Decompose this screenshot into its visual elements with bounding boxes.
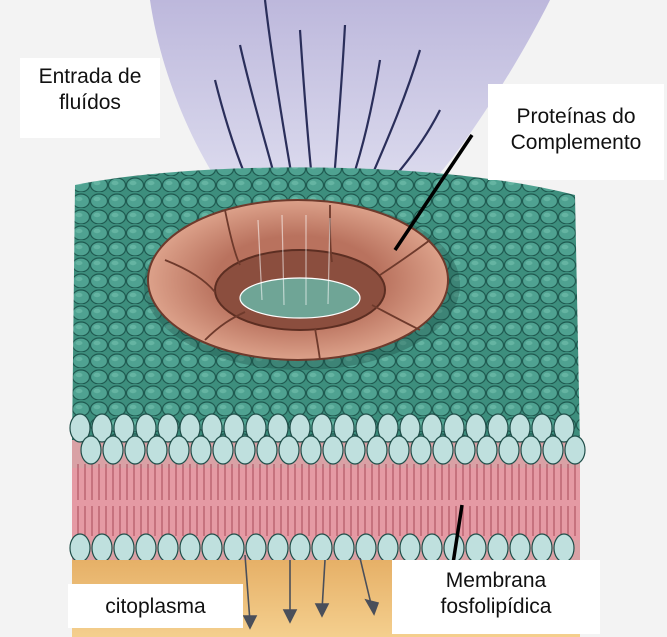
lipid-head bbox=[125, 436, 145, 464]
lipid-head bbox=[334, 534, 354, 562]
lipid-head bbox=[422, 534, 442, 562]
lipid-head bbox=[521, 436, 541, 464]
label-phospholipid-membrane: Membrana fosfolipídica bbox=[392, 560, 600, 634]
lipid-head bbox=[323, 436, 343, 464]
lipid-head bbox=[235, 436, 255, 464]
lipid-head bbox=[279, 436, 299, 464]
lipid-head bbox=[367, 436, 387, 464]
label-complement-proteins: Proteínas do Complemento bbox=[488, 84, 664, 180]
label-cytoplasm: citoplasma bbox=[68, 584, 243, 628]
lipid-head bbox=[543, 436, 563, 464]
lipid-head bbox=[466, 534, 486, 562]
lipid-head bbox=[169, 436, 189, 464]
lipid-head bbox=[158, 534, 178, 562]
label-cytoplasm-line1: citoplasma bbox=[68, 594, 243, 620]
lipid-bilayer bbox=[70, 414, 585, 562]
lipid-head bbox=[114, 534, 134, 562]
label-fluid-entry-line1: Entrada de bbox=[20, 64, 160, 90]
label-membrane-line2: fosfolipídica bbox=[392, 594, 600, 620]
label-fluid-entry-line2: fluídos bbox=[20, 90, 160, 116]
lipid-head bbox=[191, 436, 211, 464]
lipid-head bbox=[224, 534, 244, 562]
lipid-head bbox=[356, 534, 376, 562]
lipid-head bbox=[257, 436, 277, 464]
lipid-head bbox=[345, 436, 365, 464]
label-membrane-line1: Membrana bbox=[392, 568, 600, 594]
label-fluid-entry: Entrada de fluídos bbox=[20, 58, 160, 138]
lipid-head bbox=[455, 436, 475, 464]
lipid-head bbox=[92, 534, 112, 562]
lipid-head bbox=[433, 436, 453, 464]
lipid-head bbox=[213, 436, 233, 464]
lipid-head bbox=[202, 534, 222, 562]
lipid-head bbox=[136, 534, 156, 562]
lipid-head bbox=[532, 534, 552, 562]
lipid-head bbox=[290, 534, 310, 562]
lipid-head bbox=[400, 534, 420, 562]
lipid-head bbox=[411, 436, 431, 464]
lipid-head bbox=[103, 436, 123, 464]
lipid-head bbox=[147, 436, 167, 464]
lipid-head bbox=[565, 436, 585, 464]
lipid-head bbox=[510, 534, 530, 562]
lipid-head bbox=[81, 436, 101, 464]
lipid-head bbox=[70, 534, 90, 562]
lipid-head bbox=[268, 534, 288, 562]
label-complement-line1: Proteínas do bbox=[488, 104, 664, 130]
lipid-head bbox=[477, 436, 497, 464]
lipid-head bbox=[378, 534, 398, 562]
lipid-head bbox=[554, 534, 574, 562]
label-complement-line2: Complemento bbox=[488, 130, 664, 156]
lipid-head bbox=[301, 436, 321, 464]
lipid-head bbox=[312, 534, 332, 562]
lipid-head bbox=[499, 436, 519, 464]
lipid-head bbox=[180, 534, 200, 562]
lipid-head bbox=[389, 436, 409, 464]
lipid-head bbox=[488, 534, 508, 562]
lipid-head bbox=[246, 534, 266, 562]
